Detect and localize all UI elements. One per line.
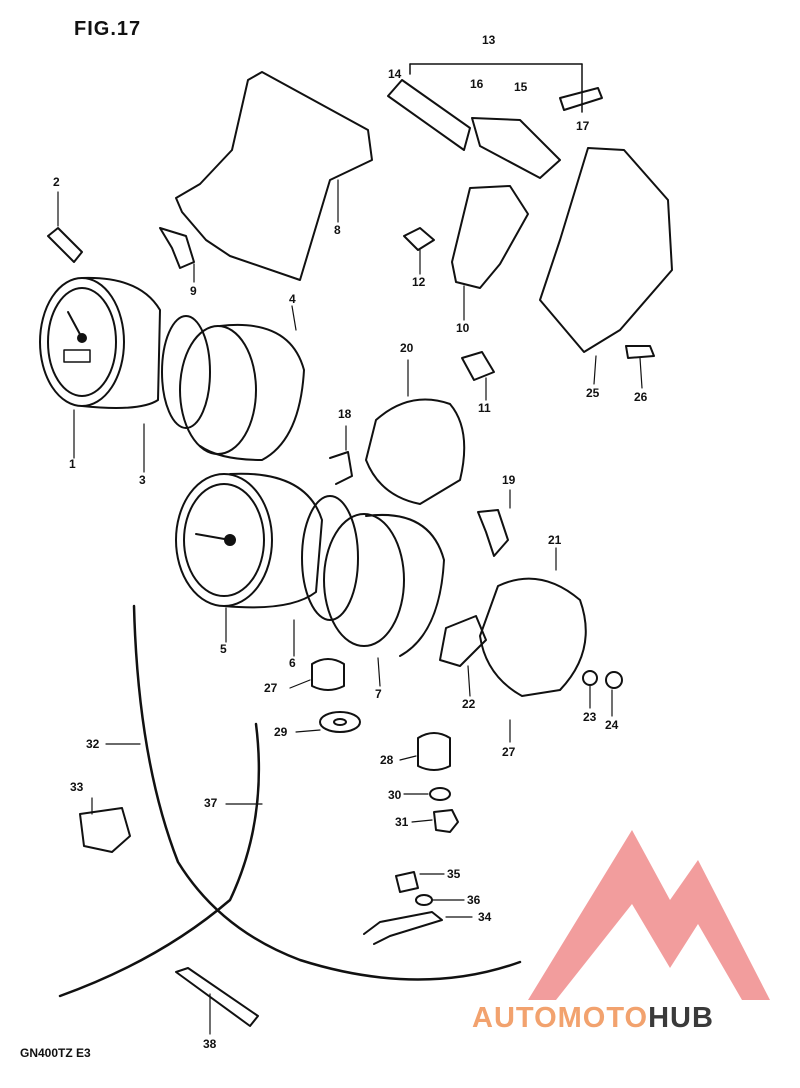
- callout-35: 35: [447, 867, 461, 881]
- part-meter-bracket: [539, 147, 673, 353]
- callout-15: 15: [514, 80, 528, 94]
- callout-11: 11: [478, 401, 491, 415]
- part-indicator-light-assembly: [387, 63, 603, 179]
- part-back-plate-upper: [365, 398, 466, 505]
- callout-25: 25: [586, 386, 600, 400]
- part-gasket-ring: [161, 315, 211, 429]
- brand-part-2: HUB: [648, 1002, 714, 1034]
- callout-30: 30: [388, 788, 402, 802]
- callout-10: 10: [456, 321, 470, 335]
- callout-34: 34: [478, 910, 492, 924]
- model-code: GN400TZ E3: [20, 1046, 91, 1060]
- callout-38: 38: [203, 1037, 217, 1051]
- callout-2: 2: [53, 175, 60, 189]
- part-cushion-27: [311, 658, 345, 691]
- callout-36: 36: [467, 893, 481, 907]
- callout-20: 20: [400, 341, 414, 355]
- part-meter-case: [179, 324, 305, 461]
- part-nut-31: [433, 809, 459, 833]
- part-speedometer: [39, 276, 161, 409]
- callout-33: 33: [70, 780, 84, 794]
- callout-31: 31: [395, 815, 409, 829]
- callout-28: 28: [380, 753, 394, 767]
- part-washer-29: [319, 711, 361, 733]
- part-clip-19: [477, 509, 509, 557]
- callout-27b: 27: [502, 745, 516, 759]
- part-gasket-6: [301, 495, 359, 621]
- part-cushion-28: [417, 732, 451, 771]
- callout-23: 23: [583, 710, 597, 724]
- part-stay-34: [363, 911, 443, 945]
- part-bolt-26: [625, 345, 655, 359]
- callout-5: 5: [220, 642, 227, 656]
- part-bulb-socket: [47, 227, 83, 263]
- part-cable-clamp: [175, 967, 259, 1027]
- part-washer-36: [415, 894, 433, 906]
- callout-17: 17: [576, 119, 590, 133]
- brand-part-1: AUTOMOTO: [472, 1002, 649, 1034]
- part-tacho-case: [323, 513, 445, 657]
- part-tachometer-cable: [58, 722, 261, 998]
- part-back-plate-lower: [479, 577, 587, 697]
- callout-12: 12: [412, 275, 426, 289]
- watermark-brand: AUTOMOTOHUB: [472, 1002, 714, 1035]
- part-bracket-22: [439, 615, 487, 667]
- callout-22: 22: [462, 697, 476, 711]
- callout-8: 8: [334, 223, 341, 237]
- callout-3: 3: [139, 473, 146, 487]
- callout-16: 16: [470, 77, 484, 91]
- part-cable-guide: [79, 807, 131, 853]
- callout-19: 19: [502, 473, 516, 487]
- callout-1: 1: [69, 457, 76, 471]
- part-clip: [159, 227, 195, 269]
- part-nut-24: [605, 671, 623, 689]
- part-spring-clip-18: [329, 451, 353, 485]
- part-washer-23: [582, 670, 598, 686]
- part-meter-cover: [175, 71, 373, 281]
- callout-29: 29: [274, 725, 288, 739]
- callout-6: 6: [289, 656, 296, 670]
- figure-title: FIG.17: [74, 18, 142, 40]
- callout-9: 9: [190, 284, 197, 298]
- callout-24: 24: [605, 718, 619, 732]
- callout-7: 7: [375, 687, 382, 701]
- part-tachometer: [175, 472, 323, 609]
- part-screw-35: [395, 871, 419, 893]
- watermark-logo-mark: [528, 830, 770, 1000]
- part-small-bulb: [403, 227, 435, 251]
- callout-4: 4: [289, 292, 296, 306]
- callout-26: 26: [634, 390, 648, 404]
- callout-32: 32: [86, 737, 100, 751]
- part-speedometer-cable: [132, 604, 522, 981]
- part-lamp-socket: [461, 351, 495, 381]
- callout-14: 14: [388, 67, 402, 81]
- callout-13: 13: [482, 33, 496, 47]
- callout-18: 18: [338, 407, 352, 421]
- callout-27a: 27: [264, 681, 278, 695]
- part-switch-bracket: [451, 185, 529, 289]
- leader-lines: [57, 179, 643, 1035]
- callout-37: 37: [204, 796, 218, 810]
- callout-21: 21: [548, 533, 562, 547]
- part-washer-30: [429, 787, 451, 801]
